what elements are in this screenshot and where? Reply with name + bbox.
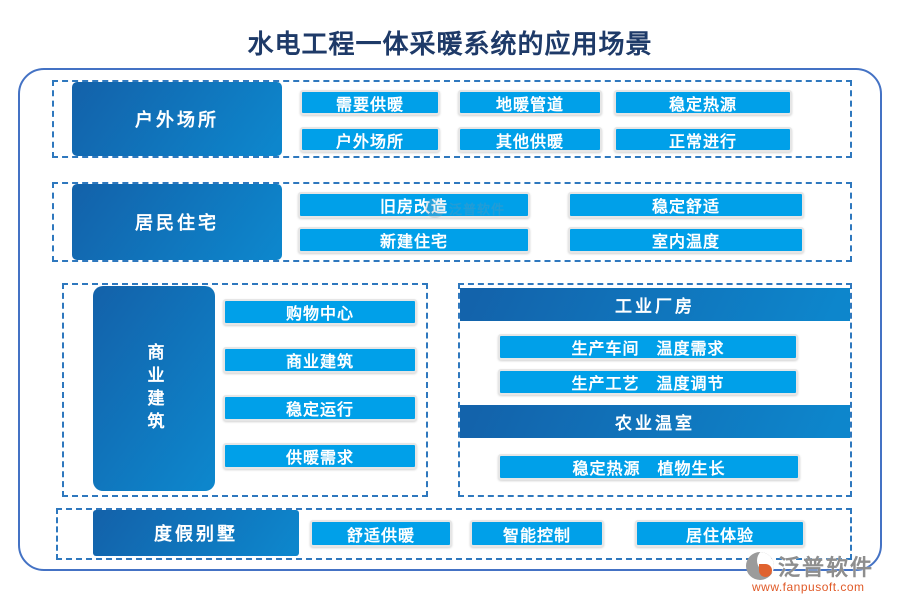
chip-villa-0: 舒适供暖: [310, 520, 452, 547]
chip-residential-1: 稳定舒适: [568, 192, 804, 218]
chip-outdoor-2: 稳定热源: [614, 90, 792, 115]
section-commercial-header: 商业建筑: [93, 286, 215, 491]
chip-industrial-1: 生产工艺 温度调节: [498, 369, 798, 395]
chip-outdoor-5: 正常进行: [614, 127, 792, 152]
chip-greenhouse-0: 稳定热源 植物生长: [498, 454, 800, 480]
section-outdoor: 户外场所 需要供暖 地暖管道 稳定热源 户外场所 其他供暖 正常进行: [52, 80, 852, 158]
chip-outdoor-1: 地暖管道: [458, 90, 602, 115]
chip-villa-1: 智能控制: [470, 520, 604, 547]
brand-logo: 泛普软件 www.fanpusoft.com: [746, 550, 896, 594]
chip-villa-2: 居住体验: [635, 520, 805, 547]
section-residential: 居民住宅 旧房改造 稳定舒适 新建住宅 室内温度: [52, 182, 852, 262]
brand-website: www.fanpusoft.com: [752, 580, 865, 594]
section-villa-header: 度假别墅: [93, 510, 299, 556]
chip-outdoor-3: 户外场所: [300, 127, 440, 152]
greenhouse-header-bar: 农业温室: [460, 405, 850, 438]
industrial-header-bar: 工业厂房: [460, 288, 850, 321]
section-commercial: 商业建筑 购物中心 商业建筑 稳定运行 供暖需求: [62, 283, 428, 497]
brand-logo-icon: [746, 552, 774, 580]
section-industrial-greenhouse: 工业厂房 生产车间 温度需求 生产工艺 温度调节 农业温室 稳定热源 植物生长: [458, 283, 852, 497]
chip-industrial-0: 生产车间 温度需求: [498, 334, 798, 360]
chip-residential-3: 室内温度: [568, 227, 804, 253]
outer-frame: [18, 68, 882, 571]
section-villa: 度假别墅 舒适供暖 智能控制 居住体验: [56, 508, 852, 560]
chip-commercial-2: 稳定运行: [223, 395, 417, 421]
chip-outdoor-4: 其他供暖: [458, 127, 602, 152]
diagram-title: 水电工程一体采暖系统的应用场景: [247, 29, 653, 59]
brand-name: 泛普软件: [778, 555, 875, 580]
chip-commercial-0: 购物中心: [223, 299, 417, 325]
chip-residential-0: 旧房改造: [298, 192, 530, 218]
chip-commercial-1: 商业建筑: [223, 347, 417, 373]
chip-commercial-3: 供暖需求: [223, 443, 417, 469]
section-outdoor-header: 户外场所: [72, 82, 282, 156]
chip-residential-2: 新建住宅: [298, 227, 530, 253]
chip-outdoor-0: 需要供暖: [300, 90, 440, 115]
section-residential-header: 居民住宅: [72, 184, 282, 260]
